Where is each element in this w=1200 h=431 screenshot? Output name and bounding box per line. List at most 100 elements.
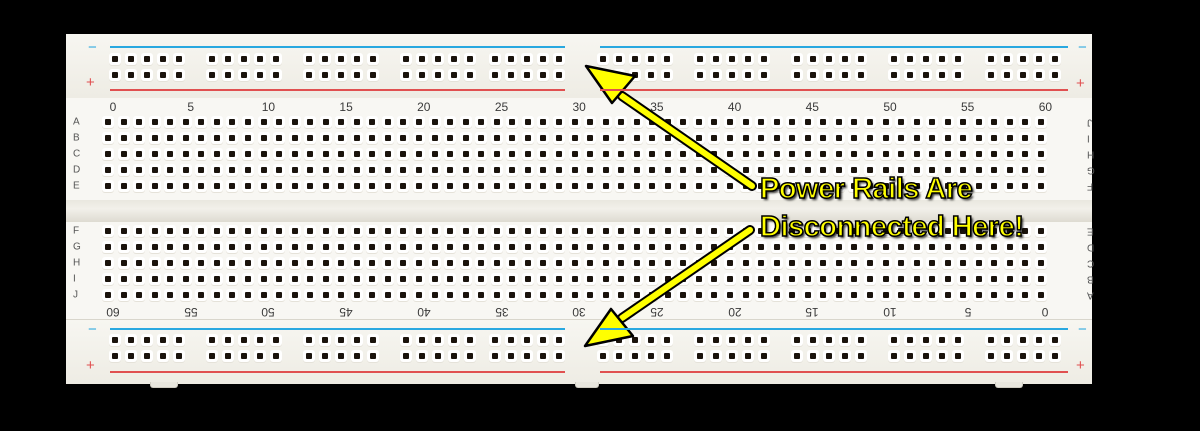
hole: [462, 183, 469, 189]
hole: [773, 244, 780, 250]
hole: [338, 292, 345, 298]
hole: [260, 183, 267, 189]
rail-line: [110, 46, 565, 48]
hole: [416, 135, 422, 141]
hole: [447, 167, 454, 173]
hole: [680, 292, 687, 298]
hole: [1038, 244, 1044, 250]
hole: [493, 151, 500, 157]
hole: [307, 151, 314, 157]
hole: [602, 276, 609, 282]
hole: [1022, 119, 1029, 125]
hole: [587, 228, 594, 234]
hole: [524, 72, 530, 78]
hole: [711, 292, 718, 298]
hole: [602, 292, 609, 298]
hole: [600, 353, 606, 359]
hole: [225, 56, 231, 62]
hole: [742, 183, 749, 189]
hole: [618, 167, 625, 173]
hole: [370, 56, 376, 62]
hole: [451, 56, 457, 62]
hole: [260, 151, 267, 157]
negative-symbol-icon: −: [1078, 321, 1087, 338]
hole: [1004, 56, 1010, 62]
hole: [291, 276, 298, 282]
hole: [524, 167, 531, 173]
negative-symbol-icon: −: [88, 39, 97, 56]
hole: [467, 56, 473, 62]
hole: [587, 135, 594, 141]
hole: [773, 260, 780, 266]
column-number: 55: [184, 305, 198, 319]
column-number: 60: [106, 305, 120, 319]
hole: [524, 183, 531, 189]
hole: [213, 183, 220, 189]
hole: [664, 56, 670, 62]
hole: [1022, 244, 1029, 250]
hole: [555, 260, 562, 266]
hole: [1036, 353, 1042, 359]
hole: [370, 337, 376, 343]
hole: [120, 119, 127, 125]
hole: [697, 56, 703, 62]
hole: [713, 72, 719, 78]
hole: [276, 276, 283, 282]
hole: [369, 292, 376, 298]
hole: [182, 119, 189, 125]
hole: [773, 276, 780, 282]
hole: [167, 276, 174, 282]
hole: [136, 228, 143, 234]
hole: [649, 292, 656, 298]
hole: [898, 244, 905, 250]
hole: [1004, 337, 1010, 343]
hole: [835, 292, 842, 298]
hole: [648, 56, 654, 62]
hole: [462, 244, 469, 250]
hole: [929, 244, 936, 250]
hole: [306, 72, 312, 78]
hole: [273, 72, 279, 78]
hole: [276, 135, 283, 141]
row-label: I: [73, 273, 76, 285]
hole: [804, 292, 811, 298]
hole: [136, 260, 143, 266]
column-number: 45: [339, 305, 353, 319]
hole: [182, 292, 189, 298]
hole: [898, 135, 905, 141]
hole: [851, 228, 858, 234]
hole: [929, 260, 936, 266]
hole: [260, 167, 267, 173]
hole: [508, 56, 514, 62]
hole: [105, 260, 111, 266]
hole: [695, 151, 702, 157]
hole: [1038, 119, 1044, 125]
hole: [616, 353, 622, 359]
hole: [991, 167, 998, 173]
hole: [1036, 72, 1042, 78]
hole: [960, 183, 967, 189]
hole: [571, 228, 578, 234]
hole: [167, 167, 174, 173]
hole: [144, 72, 150, 78]
hole: [929, 183, 936, 189]
hole: [105, 167, 111, 173]
hole: [975, 183, 982, 189]
hole: [431, 276, 438, 282]
hole: [478, 292, 485, 298]
hole: [616, 72, 622, 78]
hole: [727, 244, 733, 250]
breadboard: [66, 34, 1092, 384]
hole: [136, 119, 143, 125]
hole: [587, 292, 594, 298]
hole: [198, 183, 205, 189]
hole: [835, 276, 842, 282]
hole: [960, 244, 967, 250]
hole: [773, 292, 780, 298]
hole: [462, 167, 469, 173]
hole: [1038, 260, 1044, 266]
hole: [105, 183, 111, 189]
rail-line: [600, 46, 1068, 48]
hole: [151, 119, 158, 125]
hole: [929, 292, 936, 298]
